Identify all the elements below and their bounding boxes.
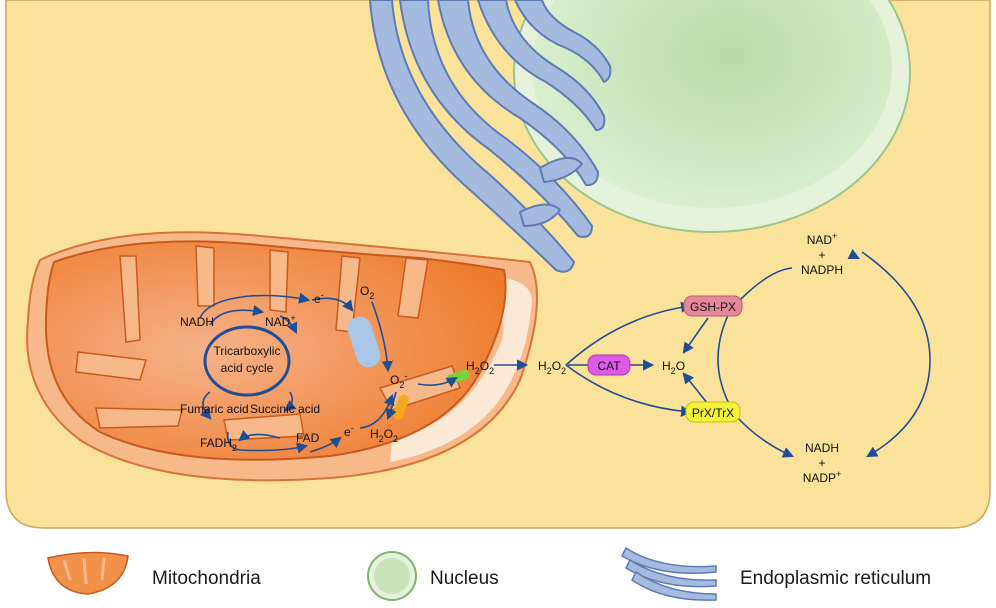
nad-plus-label: NAD+ — [265, 313, 296, 329]
mito-intermembrane-light — [390, 276, 532, 462]
legend-mitochondria-label: Mitochondria — [152, 568, 261, 589]
electron-bottom-label: e- — [344, 423, 354, 439]
electron-transport-complex — [347, 316, 381, 368]
gsh-px-badge: GSH-PX — [683, 295, 743, 317]
nad-top-label: NAD+ — [807, 231, 838, 247]
cat-badge: CAT — [587, 354, 631, 376]
mito-labels: NADH NAD+ Fumaric acid Succinic acid FAD… — [180, 284, 407, 453]
prx-trx-label: PrX/TrX — [692, 406, 734, 420]
legend-er-icon — [621, 546, 717, 601]
cyto-labels: H2O2 H2O2 H2O GSH-PX CAT PrX/TrX NAD+ + … — [466, 231, 843, 485]
fumaric-acid-label: Fumaric acid — [180, 402, 249, 416]
superoxide-label: O2- — [390, 371, 407, 390]
nadp-bottom-label: NADP+ — [803, 469, 842, 485]
h2o2-membrane-label: H2O2 — [466, 359, 494, 376]
legend-nucleus-label: Nucleus — [430, 568, 499, 589]
nucleus — [513, 0, 911, 233]
mitochondrion — [26, 231, 539, 482]
legend-er-label: Endoplasmic reticulum — [740, 568, 931, 589]
legend: Mitochondria Nucleus Endoplasmic reticul… — [47, 546, 931, 601]
nadh-bottom-label: NADH — [805, 441, 839, 455]
plus-bottom-label: + — [818, 456, 825, 470]
nadph-top-label: NADPH — [801, 263, 843, 277]
endoplasmic-reticulum — [369, 0, 612, 273]
mito-arrows — [199, 292, 529, 454]
electron-top-label: e- — [314, 290, 324, 306]
tca-label-line1: Tricarboxylic — [214, 344, 281, 358]
oxygen-label: O2 — [360, 284, 374, 301]
fad-label: FAD — [296, 431, 320, 445]
cat-label: CAT — [597, 359, 621, 373]
legend-nucleus-icon — [367, 551, 417, 601]
h2o2-cytoplasm-label: H2O2 — [538, 359, 566, 376]
tca-label-line2: acid cycle — [221, 361, 274, 375]
succinic-acid-label: Succinic acid — [250, 402, 320, 416]
nadh-label: NADH — [180, 315, 214, 329]
tca-cycle: Tricarboxylic acid cycle — [203, 325, 291, 397]
water-label: H2O — [662, 359, 685, 376]
fadh2-label: FADH2 — [200, 436, 237, 453]
gsh-px-label: GSH-PX — [690, 300, 736, 314]
prx-trx-badge: PrX/TrX — [685, 401, 741, 423]
sod-enzyme — [393, 394, 409, 420]
h2o2-inner-label: H2O2 — [370, 427, 398, 444]
plus-top-label: + — [818, 248, 825, 262]
legend-mitochondria-icon — [47, 551, 129, 595]
